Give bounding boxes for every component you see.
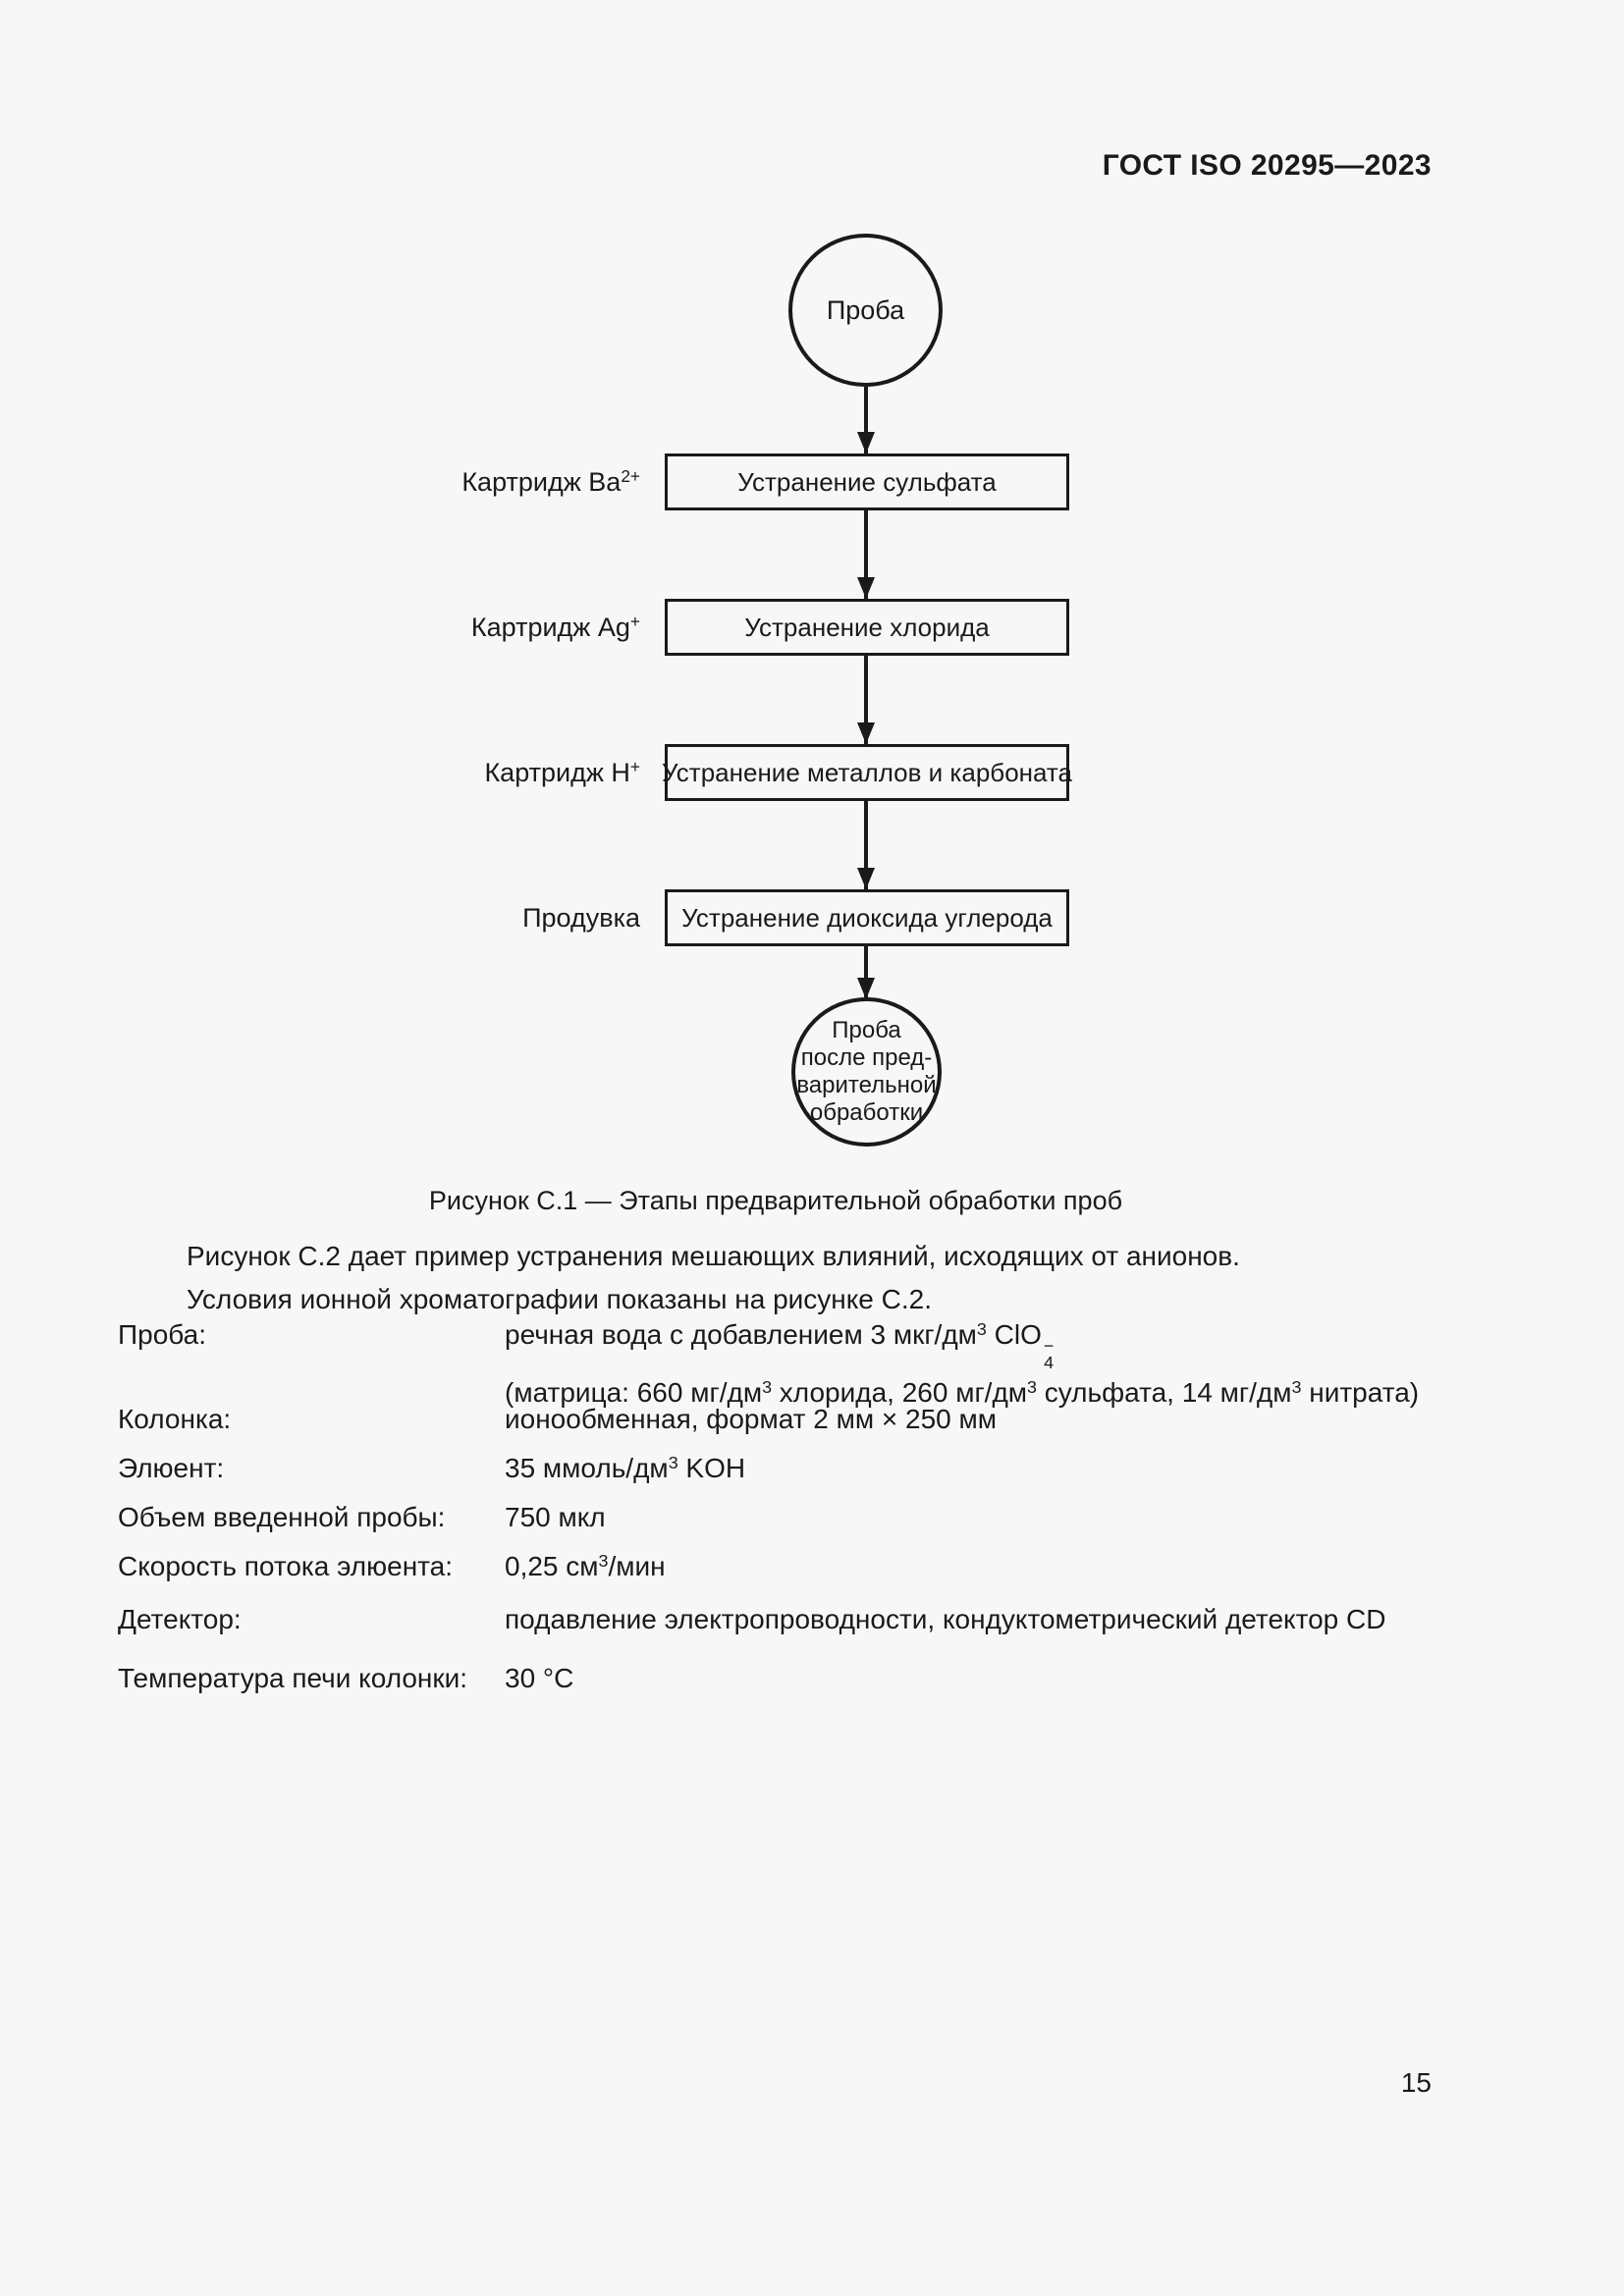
flow-arrow-5 xyxy=(864,946,868,999)
flow-step-1-label: Картридж Ba2+ xyxy=(461,466,640,497)
condition-value: ионообменная, формат 2 мм × 250 мм xyxy=(505,1404,998,1434)
condition-label: Детектор: xyxy=(118,1604,242,1634)
flow-step-2-label: Картридж Ag+ xyxy=(470,612,640,642)
flow-arrow-4 xyxy=(864,801,868,889)
condition-value: 35 ммоль/дм3 KOH xyxy=(505,1453,746,1483)
condition-label: Объем введенной пробы: xyxy=(118,1502,446,1532)
condition-label: Температура печи колонки: xyxy=(118,1663,468,1693)
flow-step-4-box: Устранение диоксида углерода xyxy=(665,889,1069,946)
flow-arrow-2 xyxy=(864,510,868,599)
flow-end-circle-line: обработки xyxy=(809,1099,924,1126)
flow-end-circle-line: Проба xyxy=(832,1017,901,1043)
condition-label: Скорость потока элюента: xyxy=(118,1551,454,1581)
body-paragraph-line: Рисунок С.2 дает пример устранения мешаю… xyxy=(187,1241,1240,1271)
flow-step-1-box: Устранение сульфата xyxy=(665,454,1069,510)
condition-label: Элюент: xyxy=(118,1453,225,1483)
flow-start-circle: Проба xyxy=(788,234,943,387)
condition-value: речная вода с добавлением 3 мкг/дм3 ClO−… xyxy=(505,1313,1447,1414)
condition-value: 30 °C xyxy=(505,1663,574,1693)
condition-label: Колонка: xyxy=(118,1404,232,1434)
page-header: ГОСТ ISO 20295—2023 xyxy=(1102,149,1432,182)
flow-end-circle: Проба после пред- варительной обработки xyxy=(791,997,942,1147)
flow-end-circle-line: после пред- xyxy=(800,1044,933,1071)
body-paragraph-line: Условия ионной хроматографии показаны на… xyxy=(187,1284,933,1314)
condition-value: 750 мкл xyxy=(505,1502,606,1532)
flow-arrow-1 xyxy=(864,387,868,454)
flow-arrow-3 xyxy=(864,656,868,744)
flow-step-3-box: Устранение металлов и карбоната xyxy=(662,744,1072,801)
figure-caption: Рисунок С.1 — Этапы предварительной обра… xyxy=(428,1186,1123,1215)
condition-value-line: речная вода с добавлением 3 мкг/дм3 ClO−… xyxy=(505,1319,1055,1373)
body-paragraph: Рисунок С.2 дает пример устранения мешаю… xyxy=(187,1235,1240,1321)
flow-step-4-label: Продувка xyxy=(522,903,640,933)
flow-end-circle-line: варительной xyxy=(796,1072,937,1098)
condition-value-line: (матрица: 660 мг/дм3 хлорида, 260 мг/дм3… xyxy=(505,1377,1420,1409)
page-number: 15 xyxy=(1400,2067,1432,2098)
condition-label: Проба: xyxy=(118,1319,207,1350)
flow-step-2-box: Устранение хлорида xyxy=(665,599,1069,656)
condition-value: подавление электропроводности, кондуктом… xyxy=(505,1604,1386,1634)
flow-start-circle-label: Проба xyxy=(826,294,905,325)
condition-value: 0,25 см3/мин xyxy=(505,1551,666,1581)
flow-step-3-label: Картридж H+ xyxy=(484,757,640,787)
